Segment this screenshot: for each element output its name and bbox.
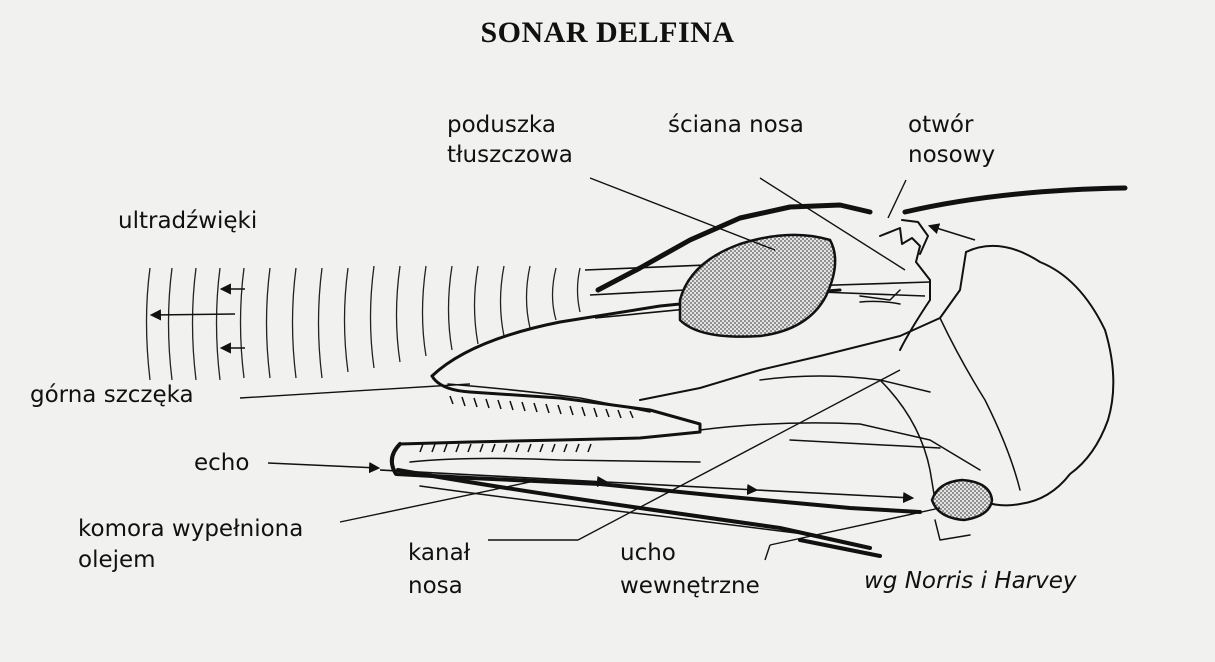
- label-blowhole-line2: nosowy: [908, 142, 995, 169]
- label-echo: echo: [194, 450, 249, 477]
- fat-pad-melon: [680, 235, 835, 337]
- inner-ear: [932, 480, 992, 520]
- label-nasal-canal-line1: kanał: [408, 540, 470, 567]
- label-oil-chamber-line1: komora wypełniona: [78, 516, 303, 543]
- ultrasound-waves: [147, 266, 581, 380]
- label-inner-ear-line1: ucho: [620, 540, 676, 567]
- label-oil-chamber-line2: olejem: [78, 547, 156, 574]
- diagram-title: SONAR DELFINA: [0, 16, 1215, 50]
- label-nasal-wall: ściana nosa: [668, 112, 804, 139]
- label-ultrasound: ultradźwięki: [118, 208, 257, 235]
- label-blowhole-line1: otwór: [908, 112, 973, 139]
- label-upper-jaw: górna szczęka: [30, 382, 194, 409]
- emitted-sound-arrows: [152, 226, 975, 348]
- echo-path: [268, 463, 912, 498]
- label-fat-pad-line2: tłuszczowa: [447, 142, 573, 169]
- label-nasal-canal-line2: nosa: [408, 573, 463, 600]
- label-fat-pad-line1: poduszka: [447, 112, 556, 139]
- source-credit: wg Norris i Harvey: [864, 568, 1077, 594]
- label-inner-ear-line2: wewnętrzne: [620, 573, 760, 600]
